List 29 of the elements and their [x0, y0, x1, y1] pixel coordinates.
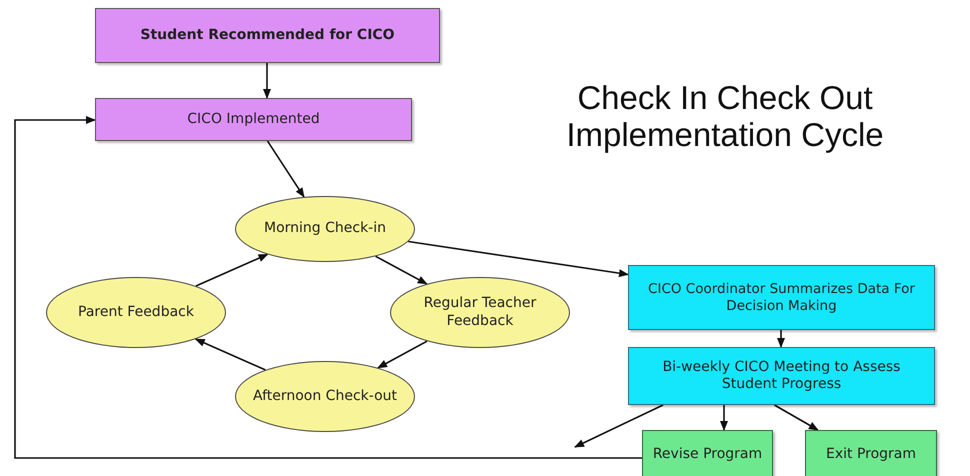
process-box	[642, 430, 773, 476]
arrow	[774, 404, 819, 431]
node-label: Exit Program	[826, 446, 916, 464]
process-box	[805, 430, 937, 476]
arrow	[266, 140, 305, 198]
arrow	[777, 330, 785, 348]
node-label: Student Recommended for CICO	[140, 26, 395, 44]
node-label: CICO Coordinator Summarizes Data For Decision Making	[647, 280, 916, 314]
arrow	[263, 63, 271, 99]
arrow	[196, 254, 268, 287]
node-label: Regular Teacher Feedback	[422, 295, 538, 330]
node-label: Revise Program	[652, 446, 762, 464]
node-label: Morning Check-in	[264, 220, 386, 238]
arrow	[377, 340, 428, 368]
node-label: Parent Feedback	[78, 304, 194, 322]
process-box	[628, 347, 935, 405]
process-box	[628, 265, 935, 330]
node-label: CICO Implemented	[187, 110, 320, 128]
arrow	[408, 240, 629, 278]
arrow	[574, 404, 664, 448]
process-box	[95, 98, 412, 141]
diagram-title: Check In Check Out Implementation Cycle	[565, 80, 885, 154]
node-label: Bi-weekly CICO Meeting to Assess Student Progress	[662, 358, 902, 394]
arrow	[720, 405, 728, 431]
arrow	[194, 338, 266, 371]
node-label: Afternoon Check-out	[252, 388, 397, 406]
arrow	[375, 256, 428, 285]
process-box	[95, 8, 440, 63]
arrow	[14, 116, 642, 459]
